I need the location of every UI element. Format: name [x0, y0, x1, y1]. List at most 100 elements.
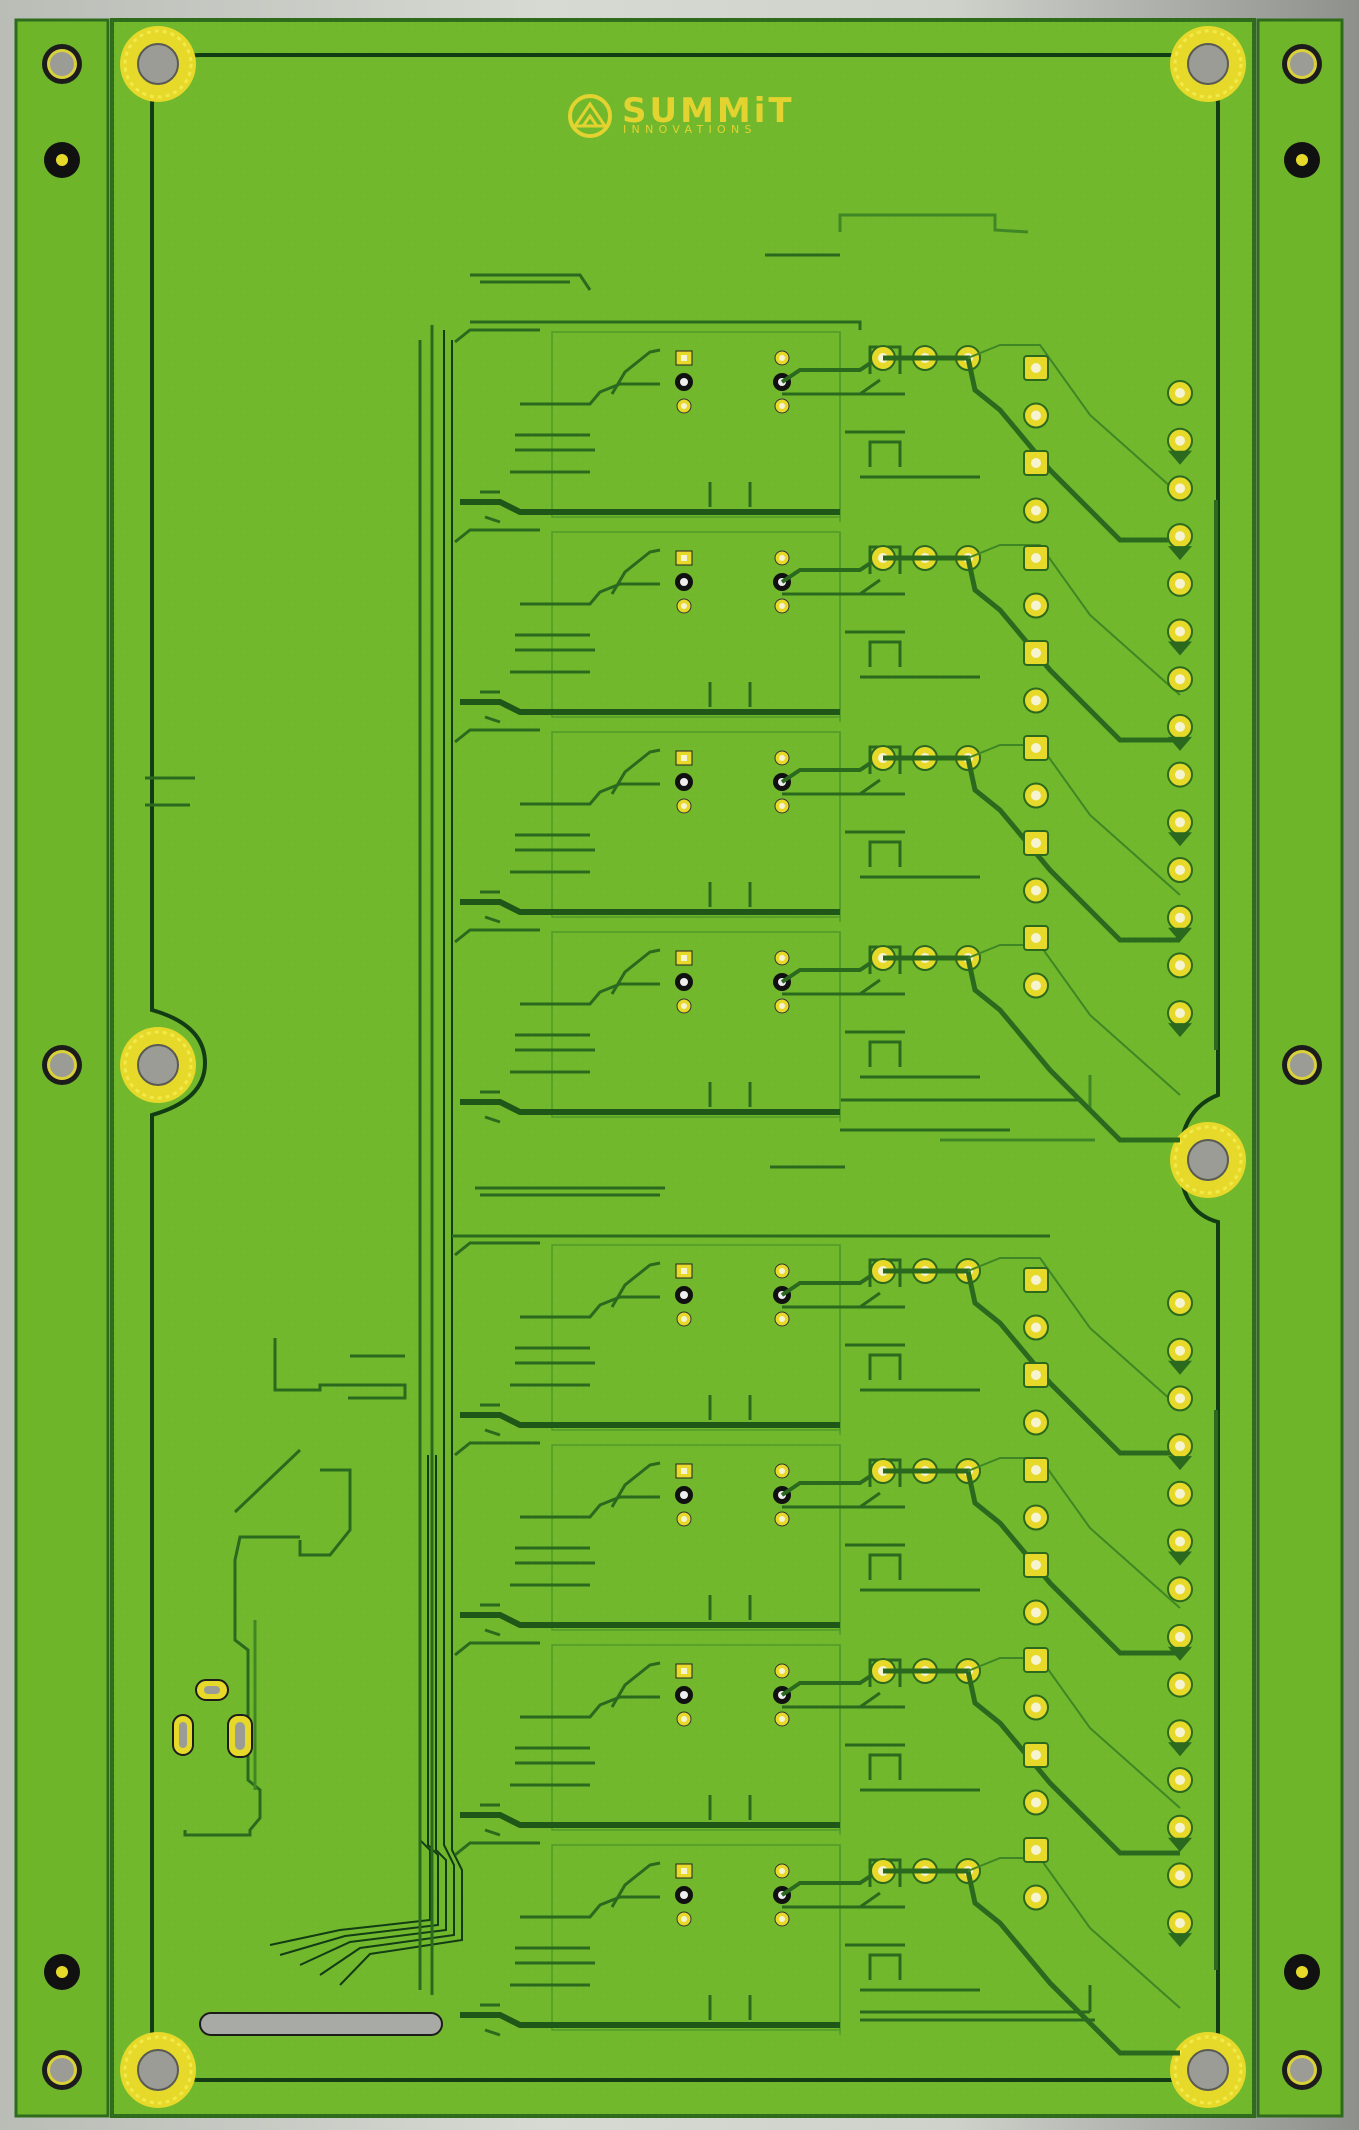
via-icon — [676, 398, 692, 414]
via-icon — [1023, 592, 1049, 619]
brand-tagline: INNOVATIONS — [623, 123, 757, 136]
mounting-hole-icon — [42, 44, 82, 84]
via-icon — [676, 1711, 692, 1727]
via-icon — [1167, 1290, 1193, 1316]
mounting-hole-icon — [1170, 2032, 1246, 2108]
mounting-hole-icon — [1170, 26, 1246, 102]
trace-stub — [1168, 1551, 1192, 1566]
via-icon — [1167, 761, 1193, 788]
via-icon — [1023, 1362, 1049, 1388]
via-icon — [1167, 809, 1193, 836]
via-icon — [1167, 1480, 1193, 1507]
slot-icon — [172, 1714, 194, 1756]
via-icon — [1167, 618, 1193, 645]
via-icon — [1167, 904, 1193, 931]
via-icon — [1023, 1789, 1049, 1816]
via-icon — [1023, 1884, 1049, 1911]
via-icon — [1167, 1528, 1193, 1555]
via-icon — [675, 973, 693, 991]
trace-stub — [1168, 1646, 1192, 1661]
channel-block — [454, 328, 1181, 543]
mounting-hole-icon — [1170, 1122, 1246, 1198]
via-icon — [675, 573, 693, 591]
via-icon — [1167, 475, 1193, 502]
via-icon — [1023, 1694, 1049, 1721]
via-icon — [1023, 402, 1049, 429]
via-icon — [675, 373, 693, 391]
via-icon — [774, 1711, 790, 1727]
mounting-hole-icon — [120, 1027, 196, 1103]
via-icon — [1167, 1385, 1193, 1412]
via-icon — [1167, 1814, 1193, 1841]
via-icon — [1023, 782, 1049, 809]
trace-stub — [1168, 1456, 1192, 1471]
via-icon — [676, 798, 692, 814]
trace-stub — [1168, 546, 1192, 561]
mounting-hole-icon — [1282, 44, 1322, 84]
trace-stub — [1168, 1837, 1192, 1852]
slot-icon — [227, 1714, 253, 1758]
channel-traces — [454, 1641, 980, 1837]
via-icon — [1167, 1862, 1193, 1889]
via-icon — [774, 1263, 790, 1279]
via-icon — [1023, 1267, 1049, 1293]
trace-stub — [1168, 1742, 1192, 1757]
trace-stub — [1168, 927, 1192, 942]
via-icon — [675, 1286, 693, 1304]
via-icon — [44, 142, 80, 178]
via-icon — [774, 598, 790, 614]
via-icon — [675, 550, 693, 566]
via-icon — [1023, 1552, 1049, 1578]
via-icon — [1023, 972, 1049, 999]
via-icon — [676, 998, 692, 1014]
via-icon — [1023, 1599, 1049, 1626]
trace-stub — [1168, 832, 1192, 847]
left-rail-holes — [42, 44, 82, 2090]
channel-traces — [454, 728, 980, 924]
via-icon — [1023, 450, 1049, 476]
via-icon — [774, 1663, 790, 1679]
trace-stub — [1168, 450, 1192, 465]
via-icon — [774, 998, 790, 1014]
via-icon — [774, 1863, 790, 1879]
via-icon — [774, 1463, 790, 1479]
via-icon — [1023, 735, 1049, 761]
via-icon — [1167, 857, 1193, 883]
via-icon — [1167, 1433, 1193, 1460]
via-icon — [1023, 925, 1049, 951]
via-icon — [774, 1911, 790, 1927]
via-icon — [1167, 1000, 1193, 1027]
via-icon — [1023, 545, 1049, 571]
mounting-hole-icon — [42, 2050, 82, 2090]
via-icon — [676, 1911, 692, 1927]
mounting-hole-icon — [120, 2032, 196, 2108]
via-icon — [1023, 640, 1049, 666]
channel-block — [454, 728, 1181, 943]
main-bus-traces — [418, 213, 1095, 2022]
via-icon — [1167, 380, 1193, 406]
via-icon — [1167, 523, 1193, 550]
via-icon — [1023, 830, 1049, 856]
via-icon — [1167, 1910, 1193, 1937]
via-icon — [1023, 877, 1049, 904]
channel-traces — [454, 928, 980, 1124]
via-icon — [774, 798, 790, 814]
right-rail-holes — [1282, 44, 1322, 2090]
mounting-hole-icon — [1282, 1045, 1322, 1085]
via-icon — [1167, 1671, 1193, 1698]
via-icon — [676, 1311, 692, 1327]
left-routing — [145, 330, 463, 1986]
via-icon — [1023, 497, 1049, 524]
via-icon — [676, 1511, 692, 1527]
via-icon — [774, 350, 790, 366]
mounting-hole-icon — [42, 1045, 82, 1085]
via-icon — [1023, 1457, 1049, 1483]
right-connector-pads — [1023, 355, 1193, 1948]
via-icon — [675, 1686, 693, 1704]
via-icon — [1167, 570, 1193, 597]
via-icon — [1023, 1742, 1049, 1768]
via-icon — [675, 1663, 693, 1679]
via-icon — [1023, 1409, 1049, 1436]
summit-mountain-logo-icon — [568, 94, 612, 138]
